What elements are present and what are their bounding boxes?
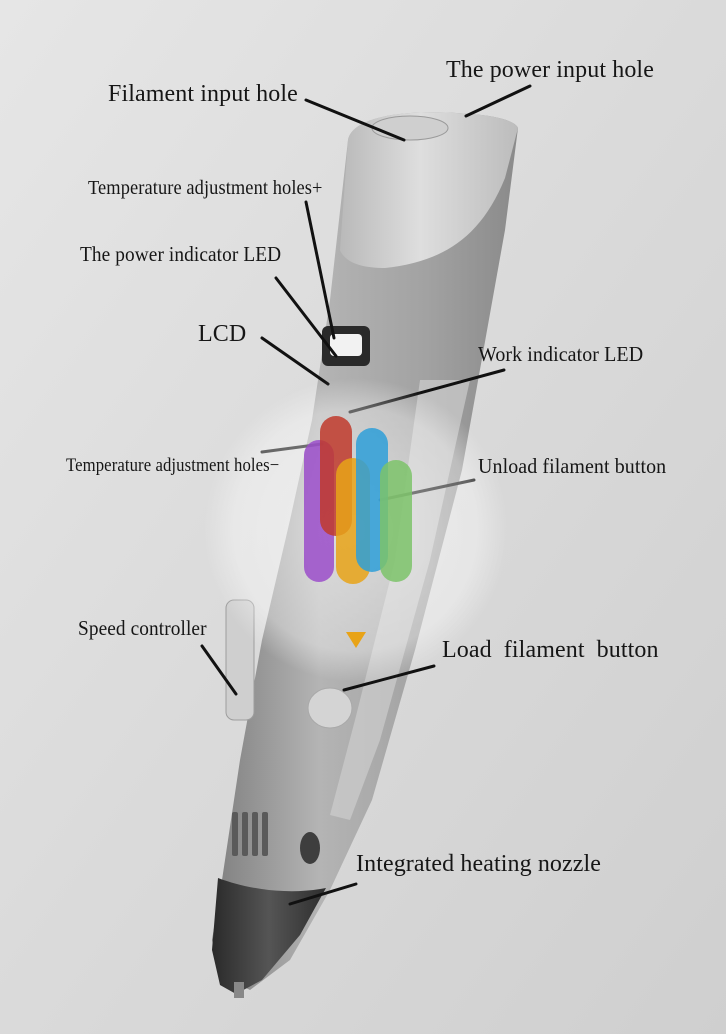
nozzle-tip (234, 982, 244, 998)
label-lcd: LCD (198, 321, 247, 347)
label-power-input-hole: The power input hole (446, 57, 654, 83)
watermark-tip-triangle (346, 632, 366, 648)
leader-power-led (274, 276, 338, 358)
leader-speed (200, 644, 238, 696)
label-work-indicator-led: Work indicator LED (478, 342, 644, 366)
vent-slots (232, 812, 268, 856)
label-power-indicator-led: The power indicator LED (80, 242, 282, 266)
label-temp-adjust-minus: Temperature adjustment holes− (66, 455, 280, 476)
filament-hole-shape (371, 115, 449, 141)
load-button-shape (307, 687, 353, 729)
label-temp-adjust-plus: Temperature adjustment holes+ (88, 177, 323, 199)
3d-pen-logo-icon (204, 378, 508, 682)
nozzle-shape (212, 878, 326, 994)
leader-filament (304, 98, 406, 142)
lcd-screen (330, 334, 362, 356)
leader-nozzle (288, 882, 358, 906)
pen-top-cap (340, 112, 518, 268)
leader-lcd (260, 336, 330, 386)
leader-power-input (464, 84, 532, 118)
vent-hole (300, 832, 320, 864)
leader-temp-plus (304, 200, 336, 340)
label-speed-controller: Speed controller (78, 616, 207, 640)
label-load-filament-button: Load filament button (442, 637, 659, 663)
watermark-green-bar (380, 460, 412, 582)
label-filament-input-hole: Filament input hole (108, 81, 298, 107)
label-integrated-heating-nozzle: Integrated heating nozzle (356, 851, 602, 877)
label-unload-filament-button: Unload filament button (478, 454, 667, 478)
